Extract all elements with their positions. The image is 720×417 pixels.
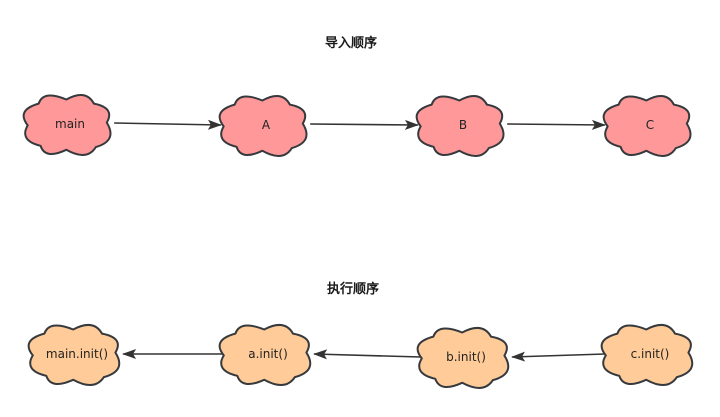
import-node-2: A <box>218 95 308 157</box>
import-node-4: C <box>602 95 692 157</box>
exec-node-4-shape <box>600 324 694 386</box>
import-node-1: main <box>22 94 112 156</box>
import-node-3-label: B <box>459 118 467 132</box>
import-node-4-shape <box>602 95 692 157</box>
exec-node-4: c.init() <box>600 324 694 386</box>
exec-node-1: main.init() <box>27 324 121 386</box>
import-node-3: B <box>415 95 505 157</box>
import-edge-3 <box>507 119 606 130</box>
import-node-1-label: main <box>55 117 85 131</box>
exec-node-4-label: c.init() <box>631 347 670 361</box>
exec-node-2-shape <box>218 324 312 386</box>
exec-edge-3 <box>511 351 605 362</box>
import-node-1-shape <box>22 94 112 156</box>
import-node-3-shape <box>415 95 505 157</box>
exec-order-title: 执行顺序 <box>327 281 379 297</box>
exec-node-2-label: a.init() <box>248 347 288 361</box>
exec-node-1-label: main.init() <box>46 347 108 361</box>
import-node-2-label: A <box>262 118 271 132</box>
import-node-4-label: C <box>646 118 654 132</box>
exec-node-3: b.init() <box>416 327 510 389</box>
exec-node-3-label: b.init() <box>446 350 486 364</box>
import-order-title: 导入顺序 <box>325 35 377 51</box>
edges <box>114 119 606 362</box>
import-node-2-shape <box>218 95 308 157</box>
exec-node-3-shape <box>416 327 510 389</box>
import-edge-1 <box>114 119 222 130</box>
exec-node-1-shape <box>27 324 121 386</box>
exec-edge-2 <box>313 349 421 360</box>
exec-node-2: a.init() <box>218 324 312 386</box>
import-edge-2 <box>310 119 419 130</box>
